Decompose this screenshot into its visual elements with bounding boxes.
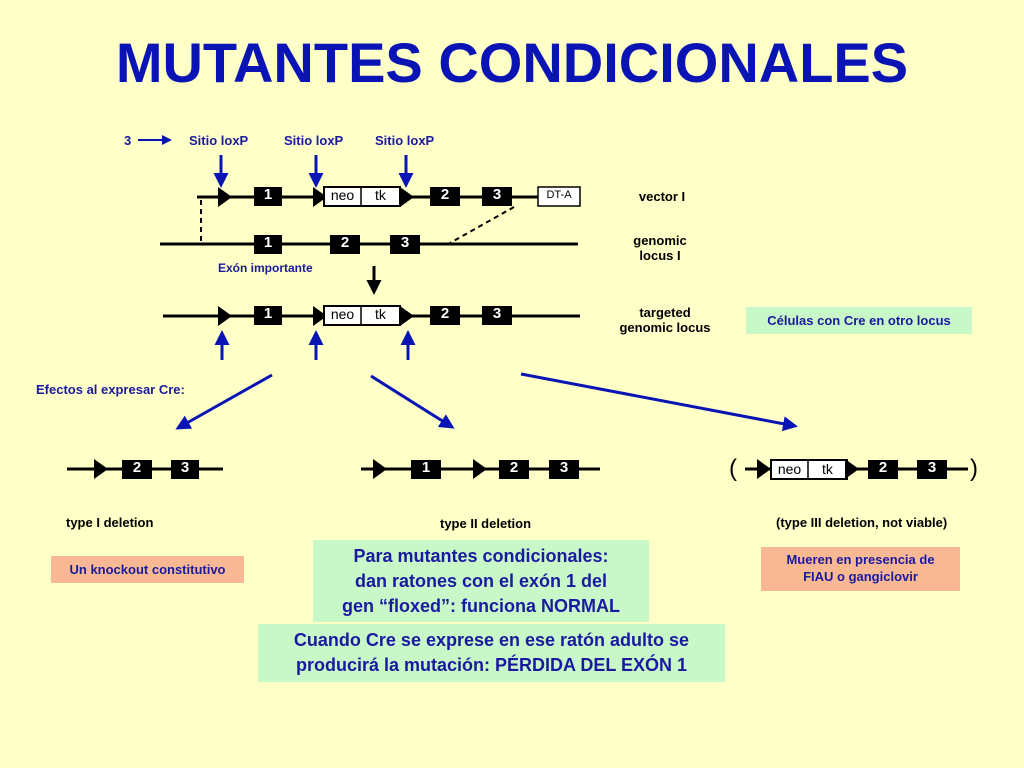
paren-left: (: [729, 455, 737, 482]
exon-2-label: 2: [440, 186, 450, 203]
genomic-label-line1: genomic: [633, 233, 687, 248]
targeted-exon-2: [430, 306, 460, 325]
effect-arrow-type2: [370, 374, 455, 429]
type3-exon-2-label: 2: [878, 459, 888, 476]
type3-deletion-label: (type III deletion, not viable): [776, 515, 948, 530]
genomic-exon-1-label: 1: [263, 234, 273, 251]
vector-row: [197, 186, 581, 207]
type3-tk-label: tk: [822, 461, 833, 477]
exon-1-box: [254, 187, 282, 206]
dta-box: [537, 186, 581, 207]
type1-deletion-label: type I deletion: [66, 515, 154, 530]
targeted-exon-3-label: 3: [492, 305, 502, 322]
targeted-tk-label: tk: [375, 306, 386, 322]
label-loxp-3: Sitio loxP: [375, 133, 435, 148]
exon-3-box: [482, 187, 512, 206]
type2-exon-1-label: 1: [421, 459, 431, 476]
tk-label: tk: [375, 187, 386, 203]
loxp-site-1: [218, 187, 232, 207]
type2-deletion-construct: [361, 459, 600, 479]
neo-label: neo: [330, 187, 355, 203]
cre-adult-box: Cuando Cre se exprese en ese ratón adult…: [258, 624, 725, 682]
vector-label: vector I: [638, 189, 686, 204]
fiau-box: Mueren en presencia de FIAU o gangiclovi…: [761, 547, 960, 591]
paren-right: ): [970, 455, 978, 482]
effect-arrow-type1: [175, 373, 273, 430]
fiau-line-1: Mueren en presencia de: [786, 552, 935, 567]
type3-deletion-construct: [745, 459, 968, 480]
exon-2-box: [430, 187, 460, 206]
fiau-line-2: FIAU o gangiclovir: [803, 569, 918, 584]
type2-deletion-label: type II deletion: [440, 516, 532, 531]
cre-other-locus-box: Células con Cre en otro locus: [746, 307, 972, 334]
targeted-neo-label: neo: [330, 306, 355, 322]
floxed-line-1: Para mutantes condicionales:: [353, 546, 609, 566]
genomic-label-line2: locus I: [639, 248, 681, 263]
effects-label: Efectos al expresar Cre:: [36, 382, 185, 397]
cre-adult-line-2: producirá la mutación: PÉRDIDA DEL EXÓN …: [295, 655, 688, 675]
type1-deletion-construct: [67, 459, 223, 479]
page-title: MUTANTES CONDICIONALES: [115, 31, 909, 94]
targeted-exon-3: [482, 306, 512, 325]
loxp-site-3: [400, 187, 414, 207]
exon-1-label: 1: [263, 186, 273, 203]
effect-arrow-type3: [520, 372, 798, 432]
knockout-box: Un knockout constitutivo: [51, 556, 244, 583]
floxed-line-2: dan ratones con el exón 1 del: [354, 571, 608, 591]
label-three: 3: [124, 133, 132, 148]
targeted-row: [163, 305, 580, 326]
targeted-exon-1: [254, 306, 282, 325]
type3-exon-3-label: 3: [927, 459, 937, 476]
label-loxp-2: Sitio loxP: [284, 133, 344, 148]
targeted-label-line1: targeted: [639, 305, 691, 320]
genomic-exon-3-label: 3: [400, 234, 410, 251]
type1-exon-3-label: 3: [180, 459, 190, 476]
floxed-box: Para mutantes condicionales: dan ratones…: [313, 540, 649, 622]
dta-label: DT-A: [546, 189, 572, 201]
exon-3-label: 3: [492, 186, 502, 203]
exon-important-label: Exón importante: [218, 261, 313, 275]
type2-exon-2-label: 2: [509, 459, 519, 476]
genomic-exon-2: [330, 235, 360, 254]
loxp-site-2: [313, 187, 327, 207]
genomic-row: [160, 235, 578, 254]
targeted-label-line2: genomic locus: [619, 320, 711, 335]
genomic-exon-1: [254, 235, 282, 254]
floxed-line-3: gen “floxed”: funciona NORMAL: [342, 596, 620, 616]
targeted-exon-1-label: 1: [263, 305, 273, 322]
type2-exon-3-label: 3: [559, 459, 569, 476]
genomic-exon-2-label: 2: [340, 234, 350, 251]
targeted-exon-2-label: 2: [440, 305, 450, 322]
type1-exon-2-label: 2: [132, 459, 142, 476]
cre-adult-line-1: Cuando Cre se exprese en ese ratón adult…: [293, 630, 690, 650]
genomic-exon-3: [390, 235, 420, 254]
crossover-right: [449, 206, 515, 244]
label-loxp-1: Sitio loxP: [189, 133, 249, 148]
type3-neo-label: neo: [777, 461, 802, 477]
